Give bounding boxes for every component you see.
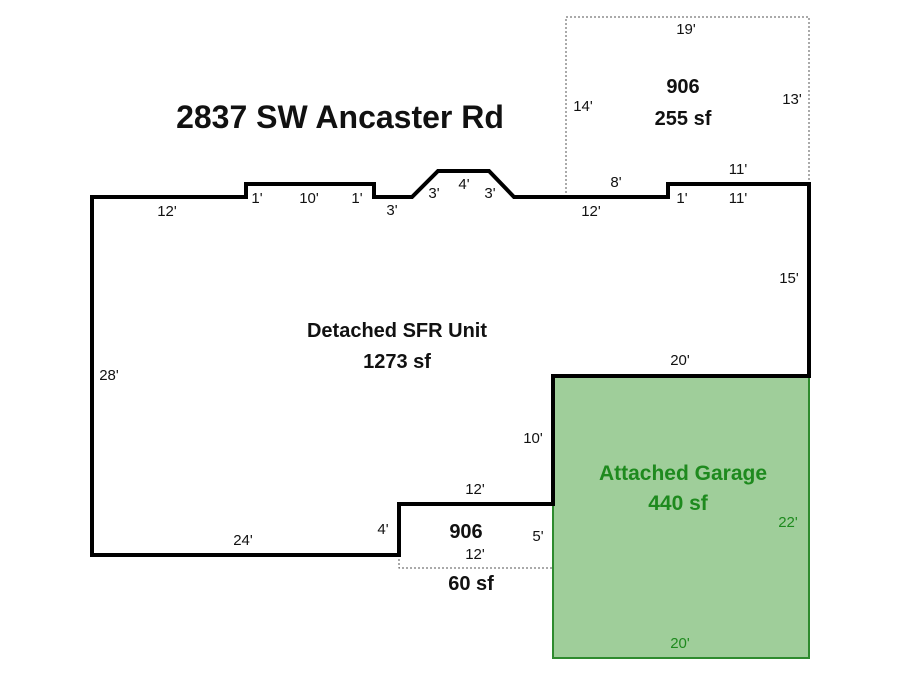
dim-label: 1' [676,190,687,207]
dim-label: 1' [351,190,362,207]
main-unit-name: Detached SFR Unit [307,320,487,342]
upper-addition-code: 906 [666,76,699,98]
dim-label: 3' [484,185,495,202]
dim-label: 24' [233,532,253,549]
dim-label: 20' [670,352,690,369]
dim-label: 11' [729,190,748,207]
dim-label: 10' [299,190,319,207]
lower-addition-area: 60 sf [448,573,494,595]
dim-label: 1' [251,190,262,207]
property-address-title: 2837 SW Ancaster Rd [176,99,504,135]
dim-label: 8' [610,174,621,191]
dim-label: 14' [573,98,593,115]
lower-addition-code: 906 [449,521,482,543]
dim-label: 3' [428,185,439,202]
dim-label: 3' [386,202,397,219]
dim-label: 4' [377,521,388,538]
upper-addition-area: 255 sf [655,108,712,130]
dim-label: 12' [157,203,177,220]
dim-label: 28' [99,367,119,384]
dim-label: 11' [729,161,748,178]
dim-label: 20' [670,635,690,652]
dim-label: 4' [458,176,469,193]
upper-addition-outline [565,16,810,197]
lower-addition-outline [398,504,554,569]
garage-area-label: 440 sf [648,492,709,515]
dim-label: 19' [676,21,696,38]
dim-label: 13' [782,91,802,108]
dim-label: 12' [465,546,485,563]
dim-label: 22' [778,514,798,531]
main-unit-area: 1273 sf [363,351,431,373]
dim-label: 5' [532,528,543,545]
dim-label: 15' [779,270,799,287]
garage-name: Attached Garage [599,462,767,485]
garage-area [552,375,810,659]
dim-label: 10' [523,430,543,447]
dim-label: 12' [465,481,485,498]
dim-label: 12' [581,203,601,220]
main-unit-outline [90,169,811,557]
